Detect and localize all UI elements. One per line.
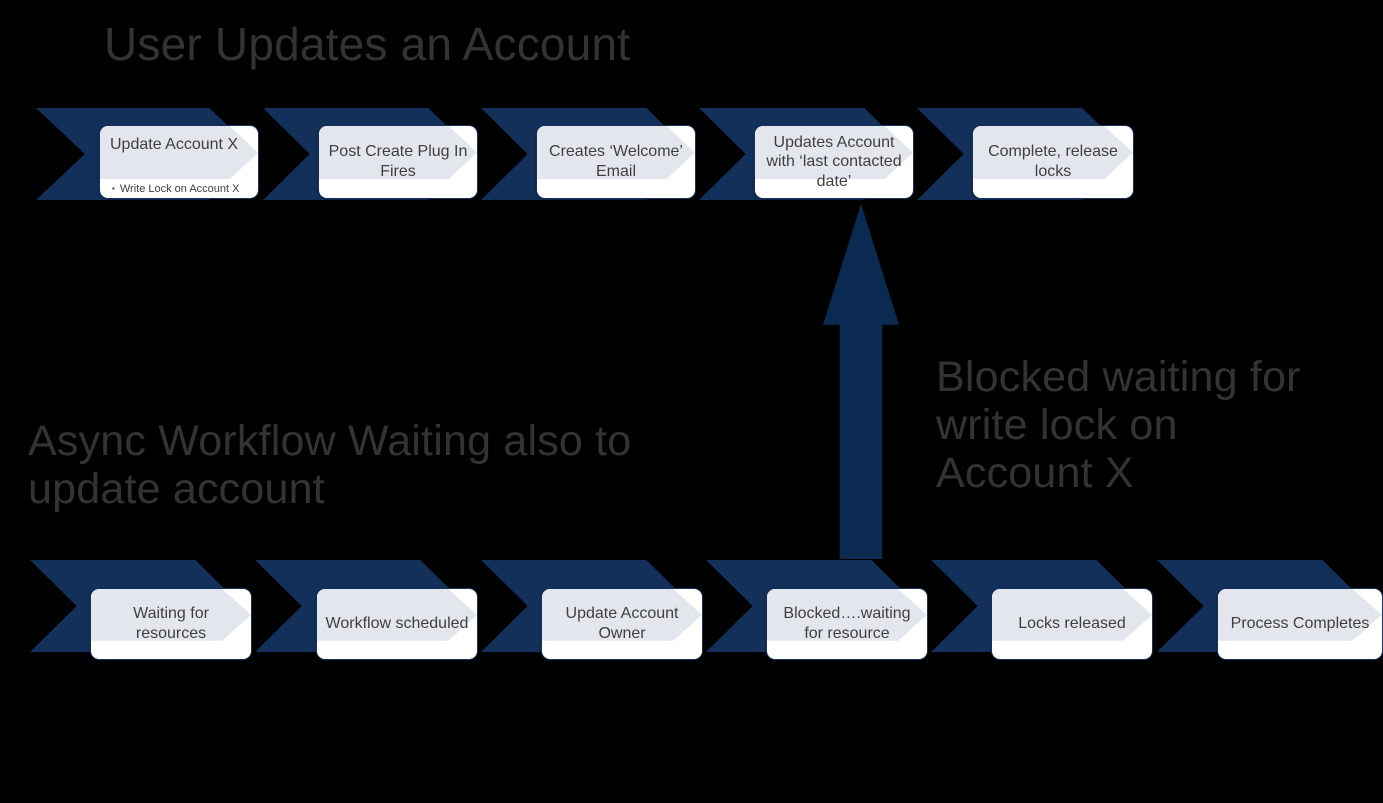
step-label: Complete, release locks [988,143,1118,180]
card-chevron-wash [317,589,477,641]
process-step-card[interactable]: Blocked….waiting for resource [766,588,928,660]
card-chevron-wash [1218,589,1382,641]
process-step-card[interactable]: Complete, release locks [972,125,1134,199]
card-chevron-wash [767,589,927,641]
async-workflow-label: Async Workflow Waiting also to update ac… [28,417,644,514]
page-title: User Updates an Account [104,18,631,70]
card-chevron-wash [319,126,477,180]
process-step-card[interactable]: Creates ‘Welcome’ Email [536,125,696,199]
process-step-card[interactable]: Waiting for resources [90,588,252,660]
step-label: Update Account Owner [565,605,679,642]
card-chevron-wash [537,126,695,180]
step-label: Workflow scheduled [325,615,469,633]
list-item: Write Lock on Account X [112,183,240,196]
card-chevron-wash [91,589,251,641]
step-label: Locks released [1018,615,1126,633]
step-bullet-list: Write Lock on Account X [112,183,240,196]
step-label: Updates Account with ‘last contacted dat… [766,133,902,190]
step-label: Post Create Plug In Fires [328,143,468,180]
card-chevron-wash [755,126,913,180]
step-label: Process Completes [1230,615,1370,633]
blocked-write-lock-arrow-icon [823,204,899,559]
process-step-card[interactable]: Update Account Owner [541,588,703,660]
card-chevron-wash [973,126,1133,180]
process-step-card[interactable]: Workflow scheduled [316,588,478,660]
blocked-waiting-label: Blocked waiting for write lock on Accoun… [936,353,1313,498]
process-step-card[interactable]: Process Completes [1217,588,1383,660]
process-step-card[interactable]: Post Create Plug In Fires [318,125,478,199]
card-chevron-wash [100,126,258,180]
step-label: Creates ‘Welcome’ Email [549,143,683,180]
step-label: Blocked….waiting for resource [783,605,911,642]
process-step-card[interactable]: Update Account X Write Lock on Account X [99,125,259,199]
card-chevron-wash [992,589,1152,641]
step-label: Update Account X [110,136,239,153]
process-step-card[interactable]: Locks released [991,588,1153,660]
card-chevron-wash [542,589,702,641]
step-label: Waiting for resources [133,605,209,642]
process-step-card[interactable]: Updates Account with ‘last contacted dat… [754,125,914,199]
